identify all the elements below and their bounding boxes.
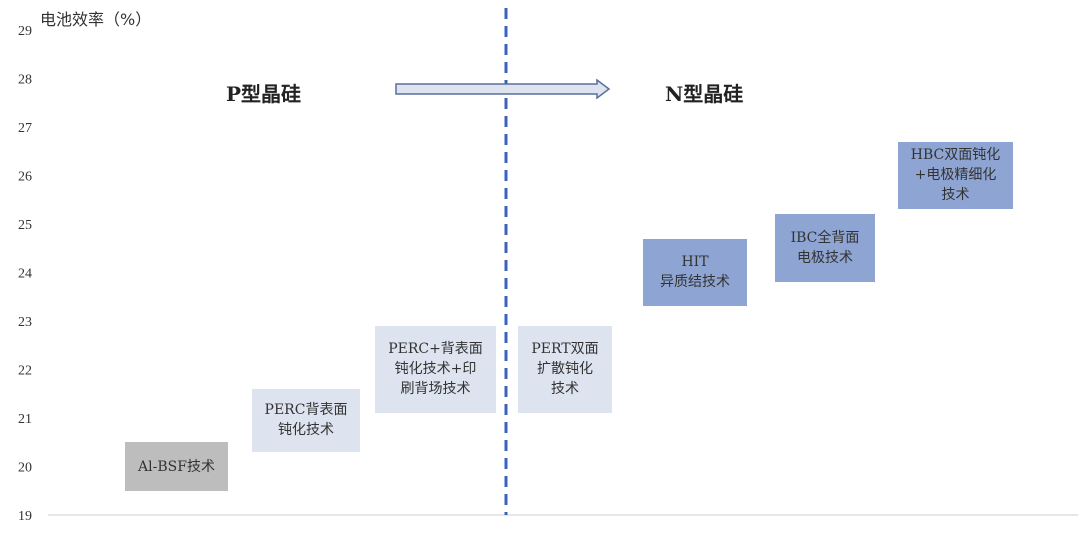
technology-box: HBC双面钝化 +电极精细化 技术 xyxy=(898,141,1013,210)
y-axis: 19 20 21 22 23 24 25 26 27 28 29 xyxy=(18,24,32,524)
y-tick-label: 20 xyxy=(18,461,32,476)
technology-box: PERC背表面 钝化技术 xyxy=(252,388,360,452)
technology-label: PERC背表面 钝化技术 xyxy=(264,402,348,439)
y-tick-label: 24 xyxy=(18,267,32,282)
y-tick-label: 27 xyxy=(18,121,32,136)
y-tick-label: 28 xyxy=(18,73,32,88)
technology-label: HBC双面钝化 +电极精细化 技术 xyxy=(910,147,1001,204)
n-type-label: N型晶硅 xyxy=(665,82,744,106)
technology-box: HIT 异质结技术 xyxy=(643,238,747,307)
y-tick-label: 26 xyxy=(18,170,32,185)
technology-box: PERT双面 扩散钝化 技术 xyxy=(518,325,612,414)
technology-label: PERC+背表面 钝化技术+印 刷背场技术 xyxy=(388,341,483,398)
y-tick-label: 29 xyxy=(18,24,32,39)
technology-label: Al-BSF技术 xyxy=(138,458,215,475)
technology-label: IBC全背面 电极技术 xyxy=(790,230,860,267)
technology-label: PERT双面 扩散钝化 技术 xyxy=(531,341,599,398)
right-arrow-icon xyxy=(395,78,611,100)
y-tick-label: 19 xyxy=(18,509,32,524)
y-tick-label: 25 xyxy=(18,218,32,233)
technology-label: HIT 异质结技术 xyxy=(660,254,730,291)
p-type-label: P型晶硅 xyxy=(226,82,302,106)
y-tick-label: 23 xyxy=(18,315,32,330)
technology-box: PERC+背表面 钝化技术+印 刷背场技术 xyxy=(375,325,496,414)
technology-box: Al-BSF技术 xyxy=(125,442,228,491)
y-tick-label: 22 xyxy=(18,364,32,379)
y-axis-title: 电池效率（%） xyxy=(40,10,152,29)
technology-box: IBC全背面 电极技术 xyxy=(775,214,875,283)
y-tick-label: 21 xyxy=(18,412,32,427)
